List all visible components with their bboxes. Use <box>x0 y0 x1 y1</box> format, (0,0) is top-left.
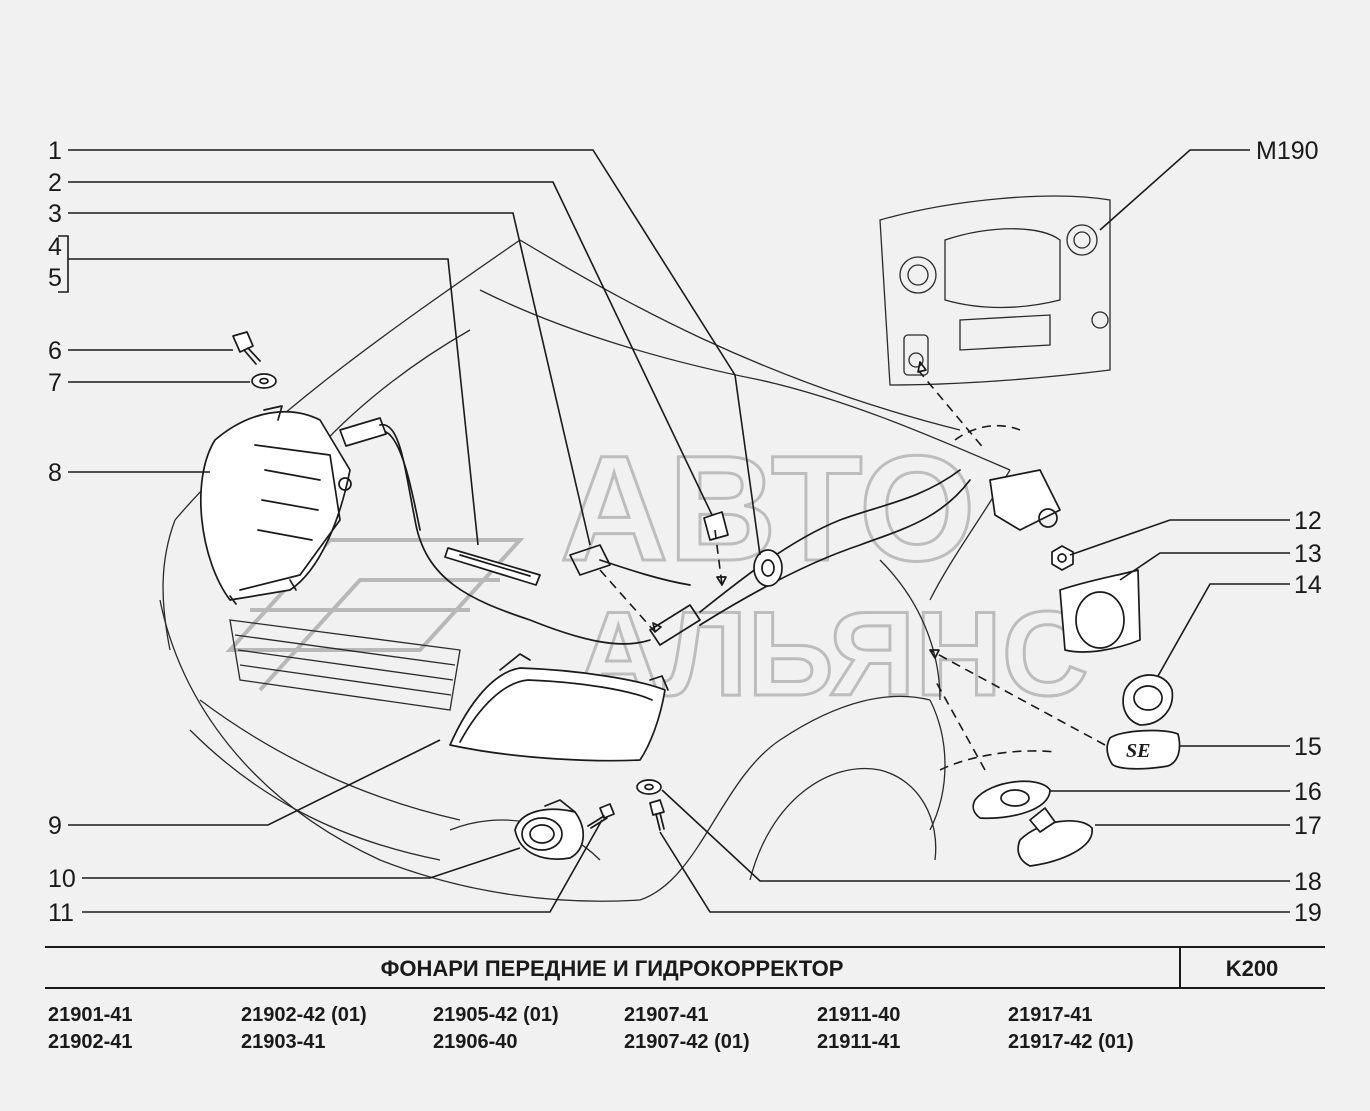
title-block: ФОНАРИ ПЕРЕДНИЕ И ГИДРОКОРРЕКТОР K200 <box>45 946 1325 989</box>
part-19-bolt <box>649 799 665 831</box>
model-code: 21903-41 <box>241 1031 326 1053</box>
callout-9: 9 <box>48 812 62 840</box>
part-13-bezel <box>1059 569 1141 653</box>
model-code: 21917-42 (01) <box>1008 1031 1134 1053</box>
callout-15: 15 <box>1294 733 1322 761</box>
part-3-cable-tie <box>444 547 541 586</box>
sheet-code: K200 <box>1226 956 1279 981</box>
model-code: 21907-42 (01) <box>624 1031 750 1053</box>
callout-17: 17 <box>1294 812 1322 840</box>
assembly-dashed-lines <box>599 361 1106 771</box>
wiring-harness <box>339 417 971 646</box>
callout-16: 16 <box>1294 778 1322 806</box>
callout-19: 19 <box>1294 899 1322 927</box>
part-15-se-badge: SE <box>1106 729 1181 770</box>
callout-14: 14 <box>1294 571 1322 599</box>
part-8-headlamp <box>200 405 352 605</box>
callout-3: 3 <box>48 200 62 228</box>
part-18-washer <box>636 779 662 795</box>
part-headlamp-level-regulator <box>989 469 1061 531</box>
model-code: 21905-42 (01) <box>433 1004 559 1026</box>
model-code: 21906-40 <box>433 1031 518 1053</box>
callout-1: 1 <box>48 137 62 165</box>
callout-12: 12 <box>1294 507 1322 535</box>
leader-lines <box>58 149 1290 913</box>
part-6-bolt <box>232 331 261 365</box>
callout-11: 11 <box>48 899 74 927</box>
watermark-logo: АВТО АЛЬЯНС <box>225 423 1090 723</box>
callout-4: 4 <box>48 233 62 261</box>
callout-18: 18 <box>1294 868 1322 896</box>
callout-7: 7 <box>48 369 62 397</box>
callout-labels: 1 2 3 4 5 6 7 8 9 10 11 M190 12 13 14 15… <box>48 137 1322 927</box>
part-16-seal <box>972 780 1051 820</box>
callout-6: 6 <box>48 337 62 365</box>
callout-13: 13 <box>1294 540 1322 568</box>
model-code: 21902-41 <box>48 1031 133 1053</box>
callout-5: 5 <box>48 264 62 292</box>
model-code: 21911-41 <box>817 1031 901 1053</box>
callout-8: 8 <box>48 459 62 487</box>
part-1-grommet <box>753 549 783 587</box>
part-9-headlamp-front <box>449 653 669 762</box>
model-code: 21917-41 <box>1008 1004 1093 1026</box>
callout-10: 10 <box>48 865 76 893</box>
callout-2: 2 <box>48 169 62 197</box>
sheet-title: ФОНАРИ ПЕРЕДНИЕ И ГИДРОКОРРЕКТОР <box>381 956 844 981</box>
part-2-clip <box>703 511 729 541</box>
model-code: 21907-41 <box>624 1004 709 1026</box>
model-code: 21902-42 (01) <box>241 1004 367 1026</box>
part-14-knob <box>1122 674 1174 726</box>
part-7-washer <box>251 373 277 389</box>
model-code: 21901-41 <box>48 1004 133 1026</box>
car-body-outline <box>159 195 1111 902</box>
model-code: 21911-40 <box>817 1004 901 1026</box>
callout-m190: M190 <box>1256 137 1319 165</box>
part-12-nut <box>1051 545 1074 571</box>
part-10-fog-lamp <box>514 799 584 860</box>
part-11-screw <box>587 803 615 829</box>
se-badge-lettering: SE <box>1126 740 1150 762</box>
part-17-side-repeater <box>1017 807 1093 867</box>
